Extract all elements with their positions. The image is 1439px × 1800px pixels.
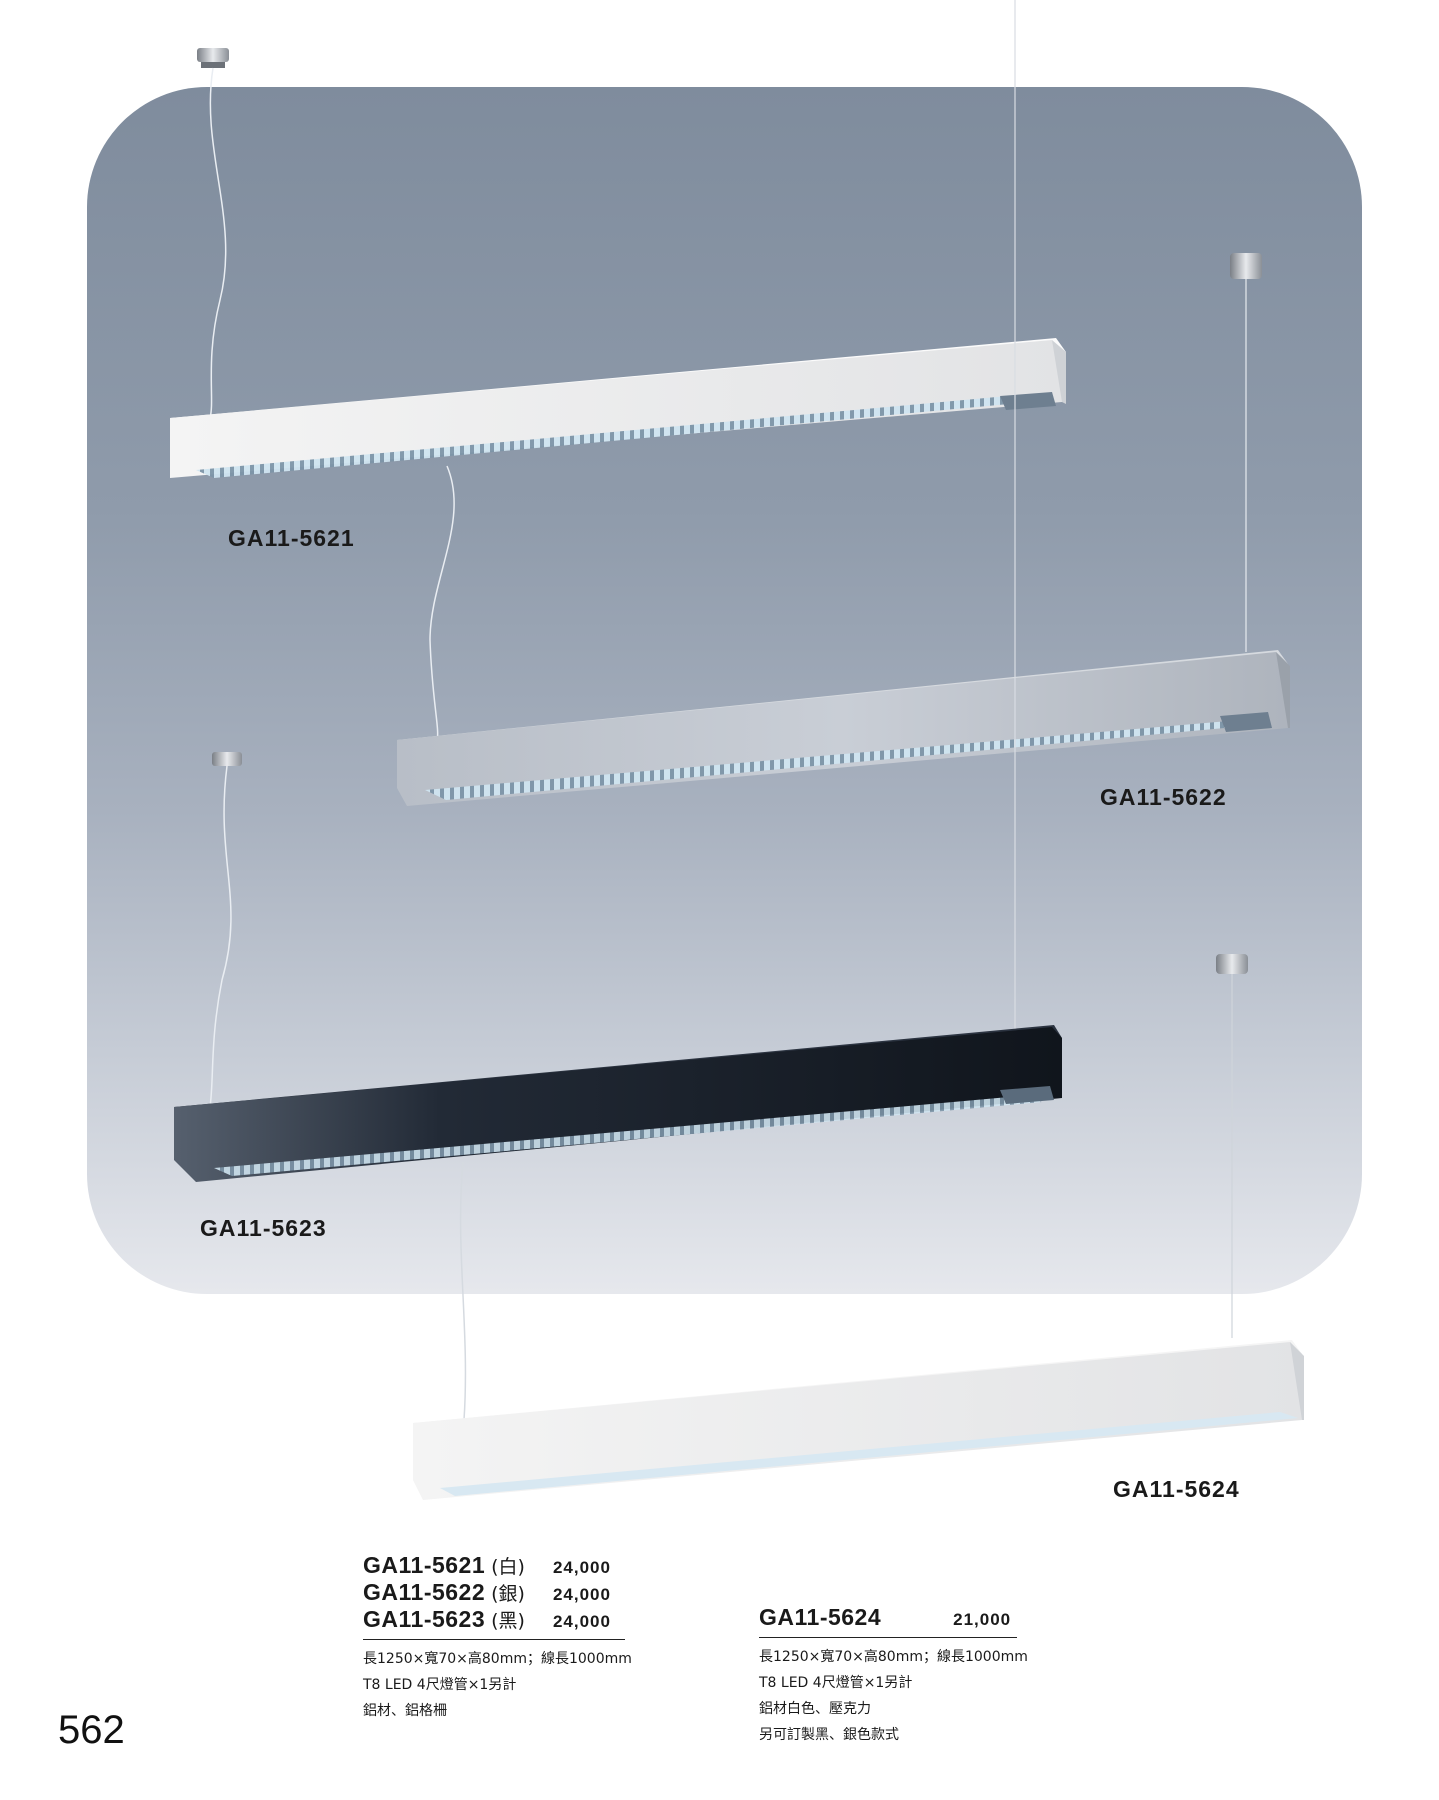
spec-detail: T8 LED 4尺燈管×1另計 bbox=[759, 1675, 913, 1691]
divider bbox=[363, 1639, 625, 1640]
lamp-ga11-5621 bbox=[170, 0, 1066, 478]
label-ga11-5624: GA11-5624 bbox=[1113, 1476, 1240, 1502]
spec-price: 24,000 bbox=[552, 1585, 611, 1604]
spec-detail: 長1250×寬70×高80mm；線長1000mm bbox=[363, 1651, 632, 1667]
spec-price: 24,000 bbox=[552, 1612, 611, 1631]
spec-row: GA11-5624 21,000 bbox=[759, 1604, 1017, 1631]
spec-model: GA11-5622 bbox=[363, 1579, 486, 1605]
spec-model: GA11-5621 bbox=[363, 1552, 486, 1578]
spec-detail: T8 LED 4尺燈管×1另計 bbox=[363, 1677, 517, 1693]
lamp-ga11-5624 bbox=[413, 954, 1304, 1500]
lamp-ga11-5623 bbox=[174, 660, 1062, 1182]
label-ga11-5621: GA11-5621 bbox=[228, 525, 355, 551]
spec-detail: 另可訂製黑、銀色款式 bbox=[759, 1727, 899, 1743]
label-ga11-5622: GA11-5622 bbox=[1100, 784, 1227, 810]
spec-row: GA11-5622 (銀) 24,000 bbox=[363, 1579, 625, 1606]
spec-color: (白) bbox=[491, 1556, 525, 1578]
spec-detail: 長1250×寬70×高80mm；線長1000mm bbox=[759, 1649, 1028, 1665]
spec-detail: 鋁材、鋁格柵 bbox=[363, 1703, 447, 1719]
spec-block-right: GA11-5624 21,000 長1250×寬70×高80mm；線長1000m… bbox=[759, 1604, 1028, 1748]
spec-detail: 鋁材白色、壓克力 bbox=[759, 1701, 871, 1717]
divider bbox=[759, 1637, 1017, 1638]
spec-block-left: GA11-5621 (白) 24,000 GA11-5622 (銀) 24,00… bbox=[363, 1552, 632, 1724]
spec-model: GA11-5623 bbox=[363, 1606, 486, 1632]
spec-price: 21,000 bbox=[953, 1610, 1012, 1629]
spec-model: GA11-5624 bbox=[759, 1604, 882, 1630]
spec-color: (黑) bbox=[491, 1610, 525, 1632]
lamp-ga11-5622 bbox=[397, 253, 1290, 806]
spec-price: 24,000 bbox=[552, 1558, 611, 1577]
spec-color: (銀) bbox=[491, 1583, 525, 1605]
spec-row: GA11-5621 (白) 24,000 bbox=[363, 1552, 625, 1579]
label-ga11-5623: GA11-5623 bbox=[200, 1215, 327, 1241]
page-number: 562 bbox=[58, 1708, 125, 1752]
spec-row: GA11-5623 (黑) 24,000 bbox=[363, 1606, 625, 1633]
